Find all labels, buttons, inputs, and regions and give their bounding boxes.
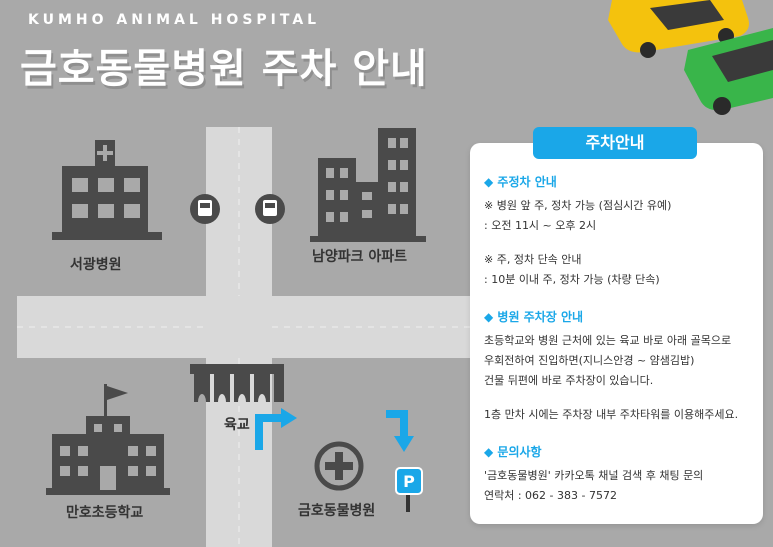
card-title: 주차안내 — [533, 127, 697, 159]
overpass-icon — [190, 364, 284, 402]
info-line: '금호동물병원' 카카오톡 채널 검색 후 채팅 문의 — [484, 469, 704, 482]
hospital-building-icon — [52, 140, 162, 240]
info-line: 우회전하여 진입하면(지니스안경 ~ 얌샘김밥) — [484, 354, 695, 367]
info-line: ※ 주, 정차 단속 안내 — [484, 253, 582, 266]
parking-sign-icon: P — [395, 467, 423, 512]
horizontal-road — [17, 296, 472, 358]
svg-text:P: P — [403, 472, 415, 491]
info-line: 1층 만차 시에는 주차장 내부 주차타워를 이용해주세요. — [484, 408, 739, 421]
page-title: 금호동물병원 주차 안내 — [20, 46, 428, 92]
plus-circle-icon — [314, 441, 364, 491]
car-icon — [684, 28, 773, 115]
section-heading-parking-lot: ◆ 병원 주차장 안내 — [484, 310, 584, 324]
info-line: 초등학교와 병원 근처에 있는 육교 바로 아래 골목으로 — [484, 334, 732, 347]
info-line: : 오전 11시 ~ 오후 2시 — [484, 219, 597, 232]
apartment-building-icon — [310, 128, 426, 242]
label-namyang-apartment: 남양파크 아파트 — [312, 249, 408, 265]
section-heading-contact: ◆ 문의사항 — [484, 445, 542, 459]
parking-info-body: ◆ 주정차 안내 ※ 병원 앞 주, 정차 가능 (점심시간 유예) : 오전 … — [484, 173, 756, 506]
label-seogwang-hospital: 서광병원 — [70, 257, 122, 273]
parking-info-card: ◆ 주정차 안내 ※ 병원 앞 주, 정차 가능 (점심시간 유예) : 오전 … — [470, 143, 763, 524]
contact-phone: 연락처 : 062 - 383 - 7572 — [484, 489, 617, 502]
label-manho-school: 만호초등학교 — [66, 505, 144, 521]
section-heading-stopping: ◆ 주정차 안내 — [484, 175, 557, 189]
brand-name: KUMHO ANIMAL HOSPITAL — [28, 12, 321, 28]
info-line: ※ 병원 앞 주, 정차 가능 (점심시간 유예) — [484, 199, 672, 212]
info-line: 건물 뒤편에 바로 주차장이 있습니다. — [484, 374, 654, 387]
bus-icon — [190, 194, 220, 224]
down-arrow-icon — [386, 410, 414, 452]
bus-icon — [255, 194, 285, 224]
label-kumho-hospital: 금호동물병원 — [298, 503, 376, 519]
info-line: : 10분 이내 주, 정차 가능 (차량 단속) — [484, 273, 660, 286]
school-building-icon — [46, 384, 170, 495]
right-arrow-icon — [255, 408, 297, 450]
label-overpass: 육교 — [224, 417, 250, 433]
